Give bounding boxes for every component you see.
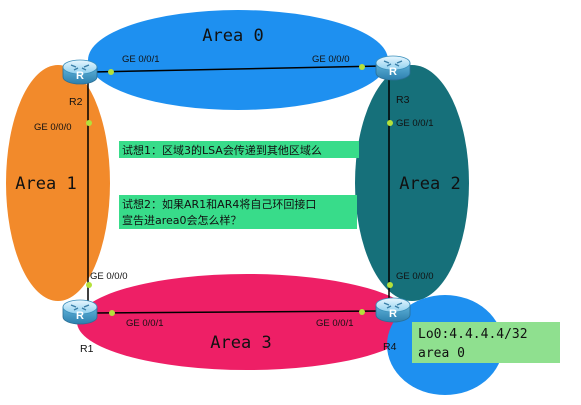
area1-label: Area 1 — [15, 174, 76, 194]
loopback-address: Lo0:4.4.4.4/32 — [418, 327, 528, 342]
if-r2-to-r1: GE 0/0/0 — [34, 122, 72, 133]
links — [87, 65, 390, 314]
link-r1-r4 — [91, 310, 383, 314]
port-dot — [387, 120, 393, 126]
question-1-text: 试想1：区域3的LSA会传递到其他区域么 — [122, 143, 322, 157]
area3-region — [77, 274, 417, 370]
if-r2-to-r3: GE 0/0/1 — [122, 54, 160, 65]
area2-label: Area 2 — [399, 174, 460, 194]
port-dots — [86, 64, 393, 316]
if-r3-to-r4: GE 0/0/1 — [396, 118, 434, 129]
question-2-box — [119, 195, 357, 229]
area1-region — [6, 65, 110, 301]
port-dot — [387, 282, 393, 288]
router-r2-label: R2 — [69, 96, 83, 108]
if-r1-to-r2: GE 0/0/0 — [90, 271, 128, 282]
router-r1-label: R1 — [80, 343, 94, 355]
port-dot — [108, 69, 114, 75]
question-2-line1: 试想2：如果AR1和AR4将自己环回接口 — [122, 197, 316, 211]
router-r4[interactable] — [375, 297, 411, 323]
router-r4-label: R4 — [383, 341, 397, 353]
port-dot — [359, 64, 365, 70]
port-dot — [359, 309, 365, 315]
area2-region — [355, 65, 469, 301]
link-r2-r3 — [91, 65, 383, 73]
question-1-box — [119, 141, 359, 158]
if-r4-to-r3: GE 0/0/0 — [396, 271, 434, 282]
area0-label: Area 0 — [202, 26, 263, 46]
router-r2[interactable] — [62, 59, 98, 85]
loopback-area: area 0 — [418, 346, 465, 361]
router-r1[interactable] — [62, 299, 98, 325]
loopback-box — [412, 322, 560, 363]
area0-region — [88, 10, 388, 110]
if-r4-to-r1: GE 0/0/1 — [316, 318, 354, 329]
port-dot — [109, 310, 115, 316]
area3-label: Area 3 — [210, 333, 271, 353]
port-dot — [86, 282, 92, 288]
question-2-line2: 宣告进area0会怎么样？ — [122, 213, 242, 227]
router-r3[interactable] — [375, 55, 411, 81]
router-r3-label: R3 — [396, 94, 410, 106]
if-r1-to-r4: GE 0/0/1 — [126, 318, 164, 329]
if-r3-to-r2: GE 0/0/0 — [312, 54, 350, 65]
port-dot — [86, 120, 92, 126]
